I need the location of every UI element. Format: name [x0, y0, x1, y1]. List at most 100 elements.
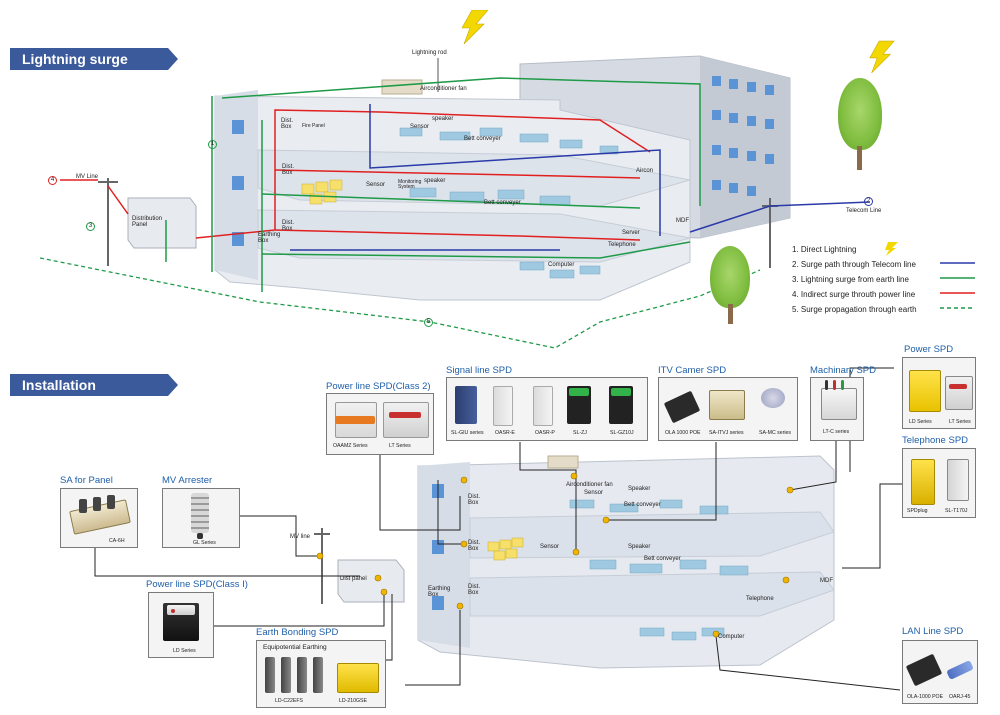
- label-sensor: Sensor: [540, 544, 560, 550]
- product-caption: LT-C series: [823, 429, 850, 435]
- product-card-power-class2[interactable]: OAAMZ Series LT Series: [326, 393, 434, 455]
- product-caption: OAAMZ Series: [333, 443, 368, 449]
- product-caption: SA-MC series: [759, 430, 791, 436]
- product-title-power-class1: Power line SPD(Class I): [146, 579, 248, 590]
- product-card-mv-arrester[interactable]: GL Series: [162, 488, 240, 548]
- spd-module-image: [389, 412, 421, 418]
- product-caption: OASR-P: [535, 430, 555, 436]
- product-caption: LD Series: [909, 419, 932, 425]
- product-card-sa-panel[interactable]: CA-6H: [60, 488, 138, 548]
- spd-module-image: [337, 663, 379, 693]
- label-dist-box: Dist. Box: [468, 584, 480, 596]
- tree-trunk: [728, 304, 733, 324]
- product-caption: OASR-E: [495, 430, 515, 436]
- path-number-1: 1: [208, 140, 217, 149]
- spd-module-image: [821, 388, 857, 420]
- label-belt-conveyer: Bett conveyer: [484, 200, 521, 206]
- product-caption: LD-C22EFS: [275, 698, 303, 704]
- lightning-bolt-icon: [461, 10, 489, 44]
- spd-module-image: [911, 459, 935, 505]
- tree-trunk: [857, 146, 862, 170]
- product-caption: SL-GZ10J: [610, 430, 634, 436]
- earth-propagation-path: [39, 257, 761, 349]
- label-fire-panel: Fire Panel: [302, 123, 325, 129]
- section-title-installation: Installation Examples: [10, 374, 178, 415]
- spd-module-image: [171, 609, 175, 613]
- label-belt-conveyer: Bett conveyer: [464, 136, 501, 142]
- spd-module-image: [297, 657, 307, 693]
- spd-module-image: [905, 653, 943, 687]
- label-mv-line: MV line: [290, 534, 311, 540]
- spd-module-image: [167, 605, 195, 615]
- path-number-3: 3: [86, 222, 95, 231]
- label-aircon: Aircon: [636, 168, 654, 174]
- spd-module-image: [611, 388, 631, 396]
- label-belt-conveyer: Bett conveyer: [644, 556, 681, 562]
- label-telephone: Telephone: [608, 242, 636, 248]
- product-title-earth-bonding: Earth Bonding SPD: [256, 627, 339, 638]
- label-mdf: MDF: [676, 218, 689, 224]
- product-caption: LD-210GSE: [339, 698, 367, 704]
- spd-module-image: [663, 390, 701, 424]
- label-mdf: MDF: [820, 578, 833, 584]
- legend-swatches: [885, 242, 975, 309]
- spd-module-image: [191, 493, 209, 533]
- path-number-2: 2: [864, 197, 873, 206]
- label-dist-box: Dist. Box: [281, 118, 293, 130]
- spd-module-image: [455, 386, 477, 424]
- product-title-mv-arrester: MV Arrester: [162, 475, 213, 486]
- product-card-lan[interactable]: OLA-1000 POE OARJ-45: [902, 640, 978, 704]
- label-dist-box: Dist. Box: [468, 494, 480, 506]
- product-card-itv[interactable]: OLA 1000 POE SA-ITVJ series SA-MC series: [658, 377, 798, 441]
- installation-building: [417, 455, 835, 669]
- label-telecom-line: Telecom Line: [846, 208, 882, 214]
- product-caption: LD Series: [173, 648, 196, 654]
- product-caption: OLA-1000 POE: [907, 694, 944, 700]
- label-monitoring-system: Monitoring System: [398, 179, 422, 190]
- label-server: Server: [622, 230, 640, 236]
- label-sensor: Sensor: [584, 490, 604, 496]
- product-card-machinery[interactable]: LT-C series: [810, 377, 864, 441]
- product-card-power-class1[interactable]: LD Series: [148, 592, 214, 658]
- spd-module-image: [709, 390, 745, 420]
- spd-module-image: [313, 657, 323, 693]
- product-title-itv: ITV Camer SPD: [658, 365, 727, 376]
- product-title-power-class2: Power line SPD(Class 2): [326, 381, 431, 392]
- spd-module-image: [335, 416, 375, 424]
- label-dist-box: Dist. Box: [468, 540, 480, 552]
- tree-icon: [838, 78, 882, 150]
- product-subtitle: Equipotential Earthing: [263, 644, 327, 651]
- spd-module-image: [761, 388, 785, 408]
- label-telephone: Telephone: [746, 596, 774, 602]
- product-card-earth-bonding[interactable]: Equipotential Earthing LD-C22EFS LD-210G…: [256, 640, 386, 708]
- product-caption: LT Series: [389, 443, 411, 449]
- legend-item-direct-lightning: 1. Direct Lightning: [792, 245, 857, 254]
- legend-item-earth-propagation: 5. Surge propagation through earth: [792, 305, 917, 314]
- spd-module-image: [833, 380, 836, 390]
- spd-module-image: [947, 459, 969, 501]
- label-aircon-fan: Airconditioner fan: [566, 482, 613, 488]
- label-speaker: Speaker: [628, 544, 651, 550]
- label-computer: Computer: [718, 634, 745, 640]
- surge-path-illustration: [39, 55, 871, 349]
- product-title-lan: LAN Line SPD: [902, 626, 964, 637]
- product-card-telephone[interactable]: SPDplug SL-T170J: [902, 448, 976, 518]
- product-title-signal: Signal line SPD: [446, 365, 513, 376]
- product-card-power[interactable]: LD Series LT Series: [902, 357, 976, 429]
- tree-icon: [710, 246, 750, 308]
- spd-module-image: [79, 499, 87, 513]
- product-caption: SA-ITVJ series: [709, 430, 744, 436]
- label-aircon-fan: Airconditioner fan: [420, 86, 467, 92]
- spd-module-image: [265, 657, 275, 693]
- label-dist-box: Dist. Box: [282, 164, 294, 176]
- lightning-bolt-icon: [869, 40, 895, 74]
- label-sensor: Sensor: [366, 182, 386, 188]
- product-title-power: Power SPD: [904, 344, 954, 355]
- product-caption: SL-GIU series: [451, 430, 484, 436]
- label-earthing-box: Earthing Box: [428, 586, 451, 598]
- product-card-signal[interactable]: SL-GIU series OASR-E OASR-P SL-ZJ SL-GZ1…: [446, 377, 648, 441]
- product-title-sa-panel: SA for Panel: [60, 475, 113, 486]
- product-title-telephone: Telephone SPD: [902, 435, 969, 446]
- spd-module-image: [107, 495, 115, 509]
